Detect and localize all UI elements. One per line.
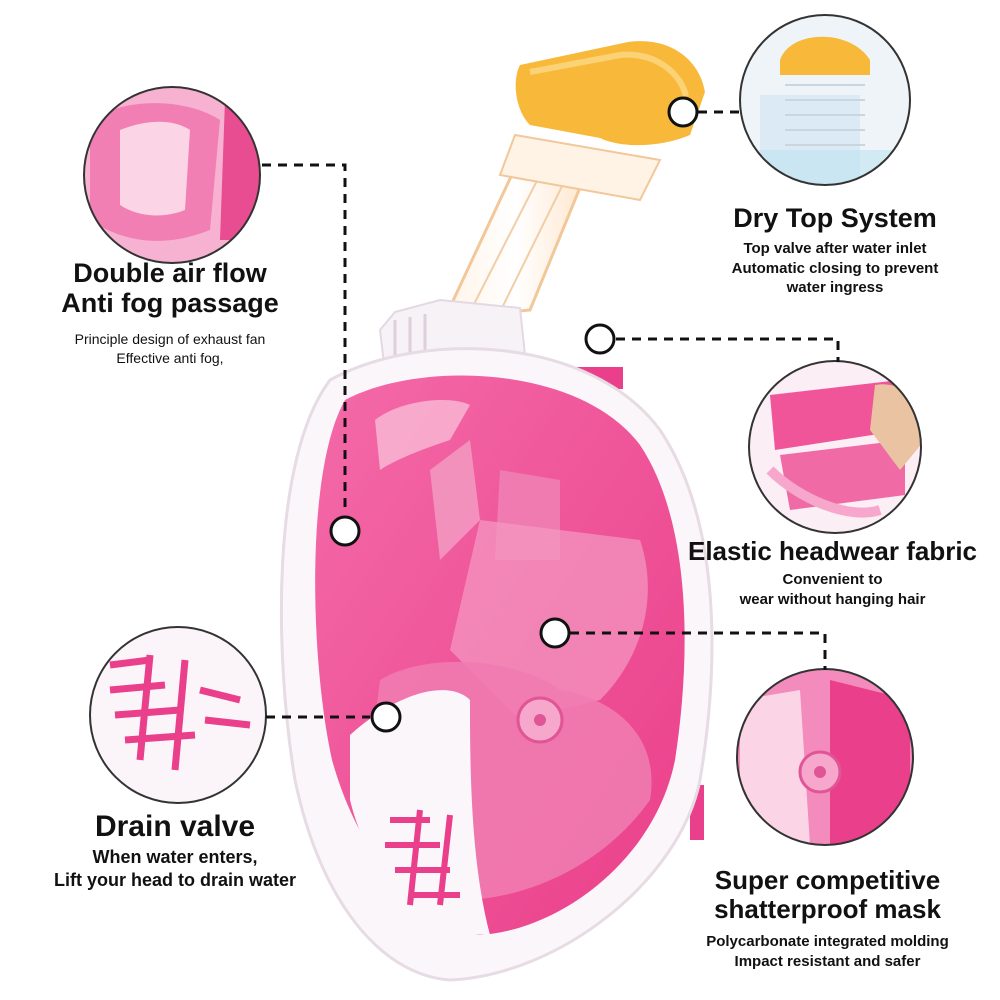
- callout-title: Elastic headwear fabric: [687, 536, 978, 566]
- callout-title: Dry Top System: [733, 203, 937, 233]
- inset-drain: [89, 626, 267, 804]
- callout-title: Drain valve: [94, 810, 256, 843]
- callout-desc-line: water ingress: [786, 279, 884, 297]
- callout-desc-line: Impact resistant and safer: [734, 952, 921, 970]
- dry-top-valve: [515, 41, 705, 146]
- callout-desc-line: Automatic closing to prevent: [731, 259, 939, 277]
- inset-shatterproof: [736, 668, 914, 846]
- callout-title-line: shatterproof mask: [714, 894, 941, 925]
- inset-dry-top: [739, 14, 911, 186]
- inset-headwear: [748, 360, 922, 534]
- callout-double-air: Double air flow Anti fog passage Princip…: [20, 258, 320, 367]
- callout-drain: Drain valve When water enters, Lift your…: [0, 810, 350, 892]
- inset-airflow: [83, 86, 261, 264]
- marker-headwear: [584, 323, 616, 355]
- marker-shatterproof: [539, 617, 571, 649]
- marker-dry-top: [667, 96, 699, 128]
- callout-dry-top: Dry Top System Top valve after water inl…: [690, 203, 980, 298]
- callout-desc-line: Effective anti fog,: [116, 349, 224, 366]
- marker-group: [329, 96, 699, 733]
- marker-airflow: [329, 515, 361, 547]
- callout-desc-line: Principle design of exhaust fan: [74, 331, 266, 348]
- callout-title-line: Anti fog passage: [61, 288, 279, 319]
- callout-desc-line: Top valve after water inlet: [743, 240, 927, 258]
- callout-title-line: Double air flow: [73, 258, 267, 288]
- callout-title-line: Super competitive: [714, 865, 941, 895]
- callout-shatterproof: Super competitive shatterproof mask Poly…: [665, 865, 990, 971]
- marker-drain: [370, 701, 402, 733]
- callout-desc-line: Convenient to: [782, 571, 883, 589]
- callout-desc-line: Polycarbonate integrated molding: [706, 933, 949, 951]
- callout-desc-line: Lift your head to drain water: [53, 869, 297, 890]
- callout-desc-line: When water enters,: [92, 846, 258, 867]
- snorkel-tube: [442, 133, 662, 320]
- callout-desc-line: wear without hanging hair: [739, 590, 926, 608]
- mask-body: [279, 347, 714, 982]
- leader-lines: [262, 110, 840, 719]
- callout-elastic: Elastic headwear fabric Convenient to we…: [660, 536, 1000, 609]
